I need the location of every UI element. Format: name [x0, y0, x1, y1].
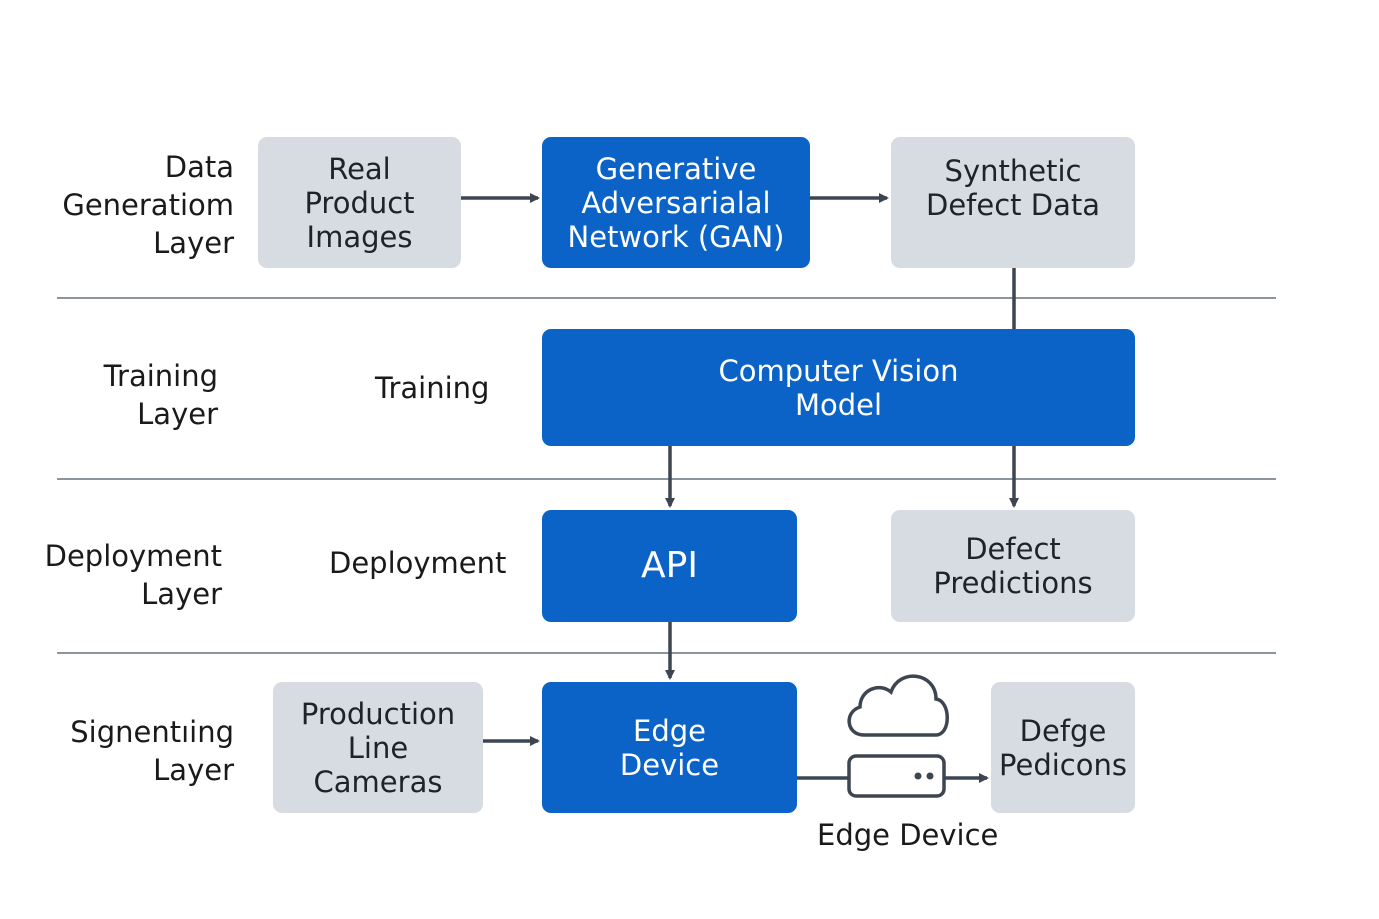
real-product-images-box: Real Product Images	[258, 137, 461, 268]
gan-box: Generative Adversarialal Network (GAN)	[542, 137, 810, 268]
server-led-2	[926, 772, 934, 780]
computer-vision-model-box: Computer Vision Model	[542, 329, 1135, 446]
cloud-icon	[847, 674, 949, 737]
server-led-1	[914, 772, 922, 780]
stage-label-training: Training	[375, 371, 490, 405]
stage-label-deployment: Deployment	[329, 546, 507, 580]
layer-label-training: Training Layer	[103, 359, 218, 431]
edge-device-box: Edge Device	[542, 682, 797, 813]
layer-divider-3	[57, 652, 1276, 654]
layer-divider-1	[57, 297, 1276, 299]
layer-label-data-generation: Data Generatiom Layer	[62, 150, 234, 260]
api-box: API	[542, 510, 797, 622]
synthetic-defect-data-box: Synthetic Defect Data	[891, 137, 1135, 268]
defect-predictions-box: Defect Predictions	[891, 510, 1135, 622]
edge-device-caption: Edge Device	[817, 818, 999, 852]
server-icon	[847, 754, 946, 798]
layer-label-deployment: Deployment Layer	[44, 539, 222, 611]
layer-label-signenting: Signentıing Layer	[70, 715, 234, 787]
defge-pedicons-box: Defge Pedicons	[991, 682, 1135, 813]
production-line-cameras-box: Production Line Cameras	[273, 682, 483, 813]
layer-divider-2	[57, 478, 1276, 480]
